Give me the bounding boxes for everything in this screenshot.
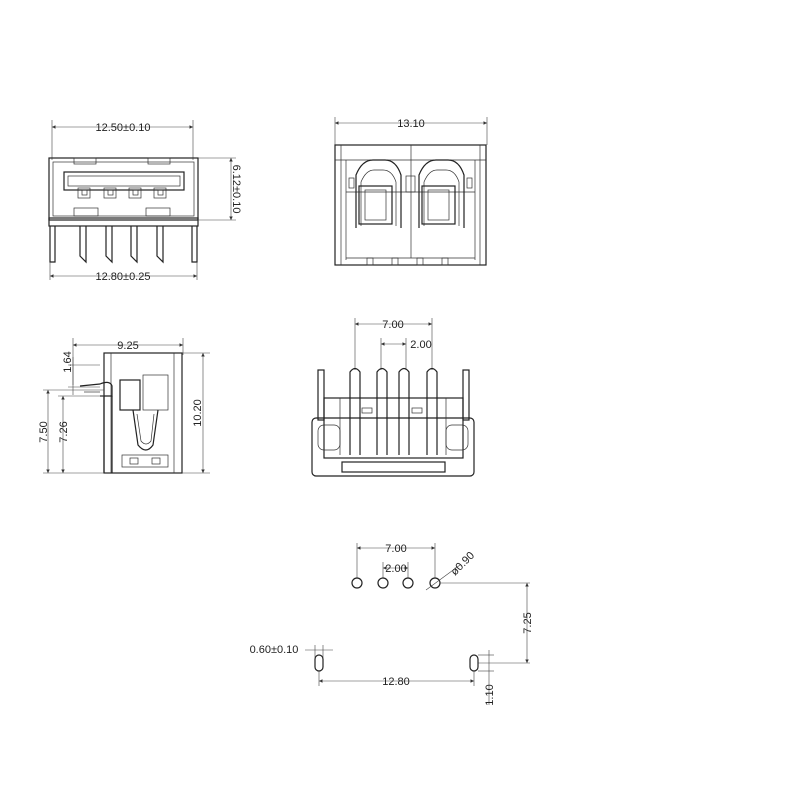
pcb-hole-1 [351,577,363,589]
pcb-hole-diameter-label: ø0.90 [449,550,477,578]
rear-view: 7.00 2.00 [311,318,475,477]
pcb-slot-width-label: 0.60±0.10 [250,644,299,656]
rear-pin-pitch-label: 2.00 [410,339,431,351]
top-view: 13.10 [334,117,488,266]
rear-outer-span-label: 7.00 [382,319,403,331]
side-total-height-label: 10.20 [192,399,204,427]
side-view: 9.25 1.64 7.50 7.26 10.20 [38,338,210,474]
pcb-layout: 7.00 2.00 ø0.90 7.25 0.60±0.10 12.80 [250,543,534,706]
pcb-hole-2 [377,577,389,589]
pcb-pin-pitch-label: 2.00 [385,563,406,575]
front-view: 12.50±0.10 6.12±0.1 [48,120,242,283]
side-pin-height-outer-label: 7.50 [38,421,50,442]
side-pin-height-inner-label: 7.26 [58,421,70,442]
front-height-label: 6.12±0.10 [230,165,242,214]
pcb-hole-3 [402,577,414,589]
pcb-row-spacing-label: 7.25 [522,612,534,633]
side-tab-offset-label: 1.64 [62,351,74,372]
pcb-slot-length-label: 1.10 [484,684,496,705]
front-top-width-label: 12.50±0.10 [96,122,151,134]
pcb-slot-right [469,654,479,672]
front-bottom-width-label: 12.80±0.25 [96,271,151,283]
pcb-tab-span-label: 12.80 [382,676,410,688]
pcb-hole-4 [429,577,441,589]
pcb-outer-span-label: 7.00 [385,543,406,555]
side-depth-label: 9.25 [117,340,138,352]
top-width-label: 13.10 [397,118,425,130]
pcb-slot-left [314,654,324,672]
